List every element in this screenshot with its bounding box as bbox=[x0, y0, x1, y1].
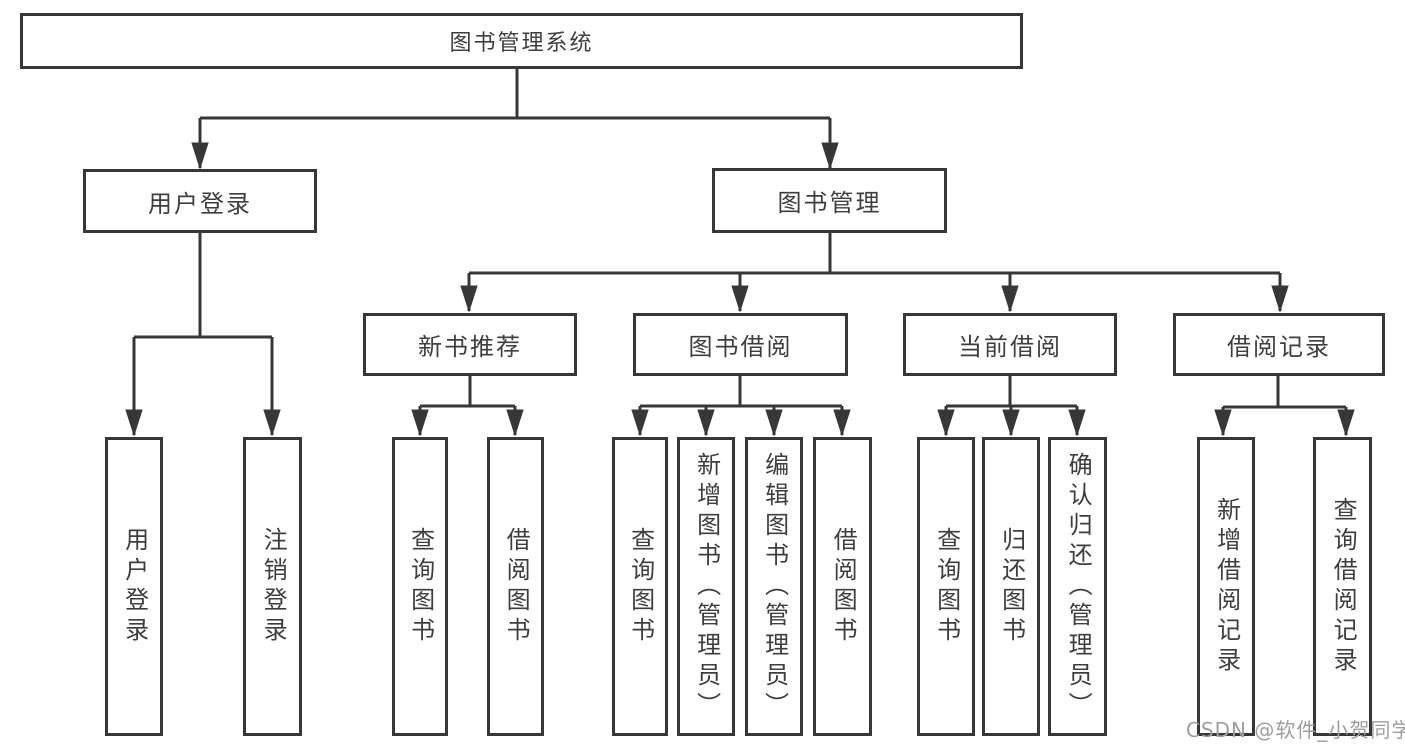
leaf-logout: 注销登录 bbox=[243, 437, 302, 736]
leaf-query-books-current: 查询图书 bbox=[917, 437, 975, 736]
leaf-query-books-recommend: 查询图书 bbox=[392, 437, 448, 736]
leaf-borrow-books-recommend: 借阅图书 bbox=[487, 437, 544, 736]
node-user-login: 用户登录 bbox=[83, 169, 317, 233]
leaf-query-books-borrow: 查询图书 bbox=[612, 437, 668, 736]
leaf-borrow-books: 借阅图书 bbox=[813, 437, 872, 736]
node-book-borrowing: 图书借阅 bbox=[633, 313, 848, 376]
leaf-add-book-admin: 新增图书（管理员） bbox=[677, 437, 735, 736]
leaf-return-book: 归还图书 bbox=[982, 437, 1040, 736]
node-current-borrowing: 当前借阅 bbox=[903, 313, 1117, 376]
leaf-confirm-return-admin: 确认归还（管理员） bbox=[1048, 437, 1107, 736]
node-library-management-system: 图书管理系统 bbox=[20, 13, 1023, 69]
node-book-management: 图书管理 bbox=[712, 168, 947, 233]
watermark-text: CSDN @软件_小贺同学 bbox=[1186, 718, 1405, 742]
node-new-book-recommendation: 新书推荐 bbox=[363, 313, 577, 376]
leaf-user-login: 用户登录 bbox=[105, 437, 163, 736]
leaf-add-borrow-record: 新增借阅记录 bbox=[1197, 437, 1255, 736]
leaf-query-borrow-record: 查询借阅记录 bbox=[1313, 437, 1372, 736]
leaf-edit-book-admin: 编辑图书（管理员） bbox=[745, 437, 803, 736]
node-borrowing-records: 借阅记录 bbox=[1173, 313, 1385, 376]
